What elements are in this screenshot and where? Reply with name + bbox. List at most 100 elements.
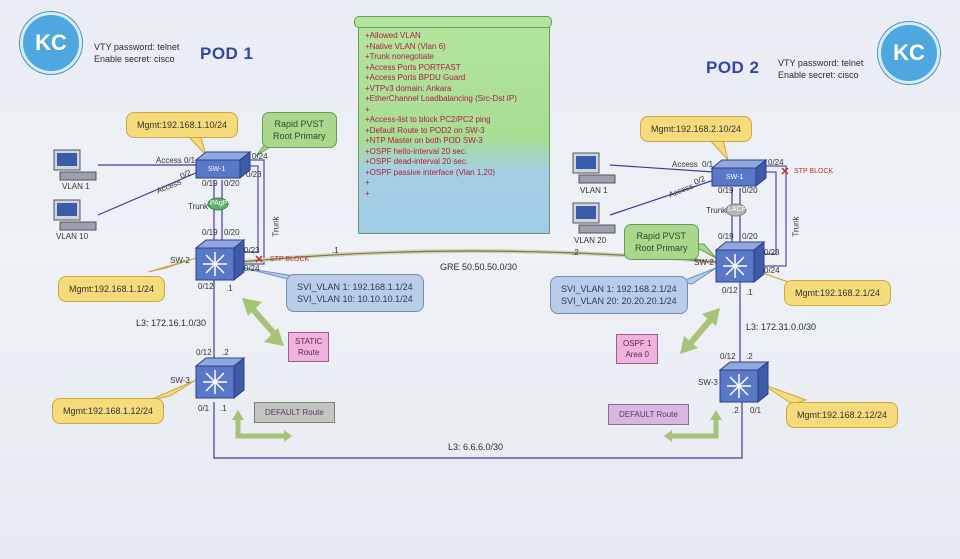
pod1-l3-link: L3: 172.16.1.0/30 — [136, 318, 207, 328]
gre-tunnel-label: GRE 50.50.50.0/30 — [440, 262, 518, 272]
pod1-sw2-port12: 0/12 — [198, 282, 214, 291]
pod1-trunk-right: Trunk — [271, 216, 281, 237]
l3-bottom-label: L3: 6.6.6.0/30 — [448, 442, 504, 452]
pod2-sw2-name: SW-2 — [694, 258, 714, 267]
pod2-access1-label: Access — [672, 160, 698, 169]
pod2-sw2-port12: 0/12 — [722, 286, 738, 295]
mgmt-sw3-pod2: Mgmt:192.168.2.12/24 — [786, 402, 899, 428]
pod1-sw3-ip12: .2 — [222, 348, 229, 357]
pc-vlan20-pod2[interactable] — [572, 202, 616, 234]
root-primary-label: Root Primary — [273, 131, 326, 141]
pod2-sw2-ip12: .1 — [746, 288, 753, 297]
callout-tail-pod2-sw3 — [761, 383, 808, 405]
task-item: +NTP Master on both POD SW-3 — [365, 136, 483, 145]
pod1-enable-secret: Enable secret: cisco — [94, 54, 175, 64]
pod1-sw3-ip01: .1 — [220, 404, 227, 413]
pod1-sw1-name: SW-1 — [208, 166, 226, 173]
pod1-sw2-port23: 0/23 — [244, 246, 260, 255]
area-label: Area 0 — [625, 350, 650, 359]
pod1-sw1-port20: 0/20 — [224, 179, 240, 188]
mgmt-sw1-pod1: Mgmt:192.168.1.10/24 — [126, 112, 239, 138]
switch-sw2-pod1[interactable] — [194, 238, 246, 282]
pod2-pc2-label: VLAN 20 — [574, 236, 607, 245]
pod2-trunk-right: Trunk — [791, 216, 801, 237]
stp-block-marker-pod2 — [781, 167, 789, 175]
task-item: +Default Route to POD2 on SW-3 — [365, 125, 485, 135]
mgmt-sw2-pod2: Mgmt:192.168.2.1/24 — [784, 280, 892, 306]
task-item: +Access Ports PORTFAST — [365, 62, 461, 72]
svi-vlan10-pod1: SVI_VLAN 10: 10.10.10.1/24 — [297, 294, 413, 304]
task-list-scroll: +Allowed VLAN+Native VLAN (Vlan 6)+Trunk… — [358, 22, 550, 234]
stp-block-marker-pod1 — [255, 255, 263, 263]
task-item: +OSPF dead-interval 20 sec. — [365, 157, 468, 166]
pod2-sw3-name: SW-3 — [698, 378, 718, 387]
callout-tail-sw2 — [147, 257, 197, 273]
link-pod2-pc2-sw1 — [609, 179, 715, 216]
default-route-pod1: DEFAULT Route — [254, 402, 335, 423]
pod1-pagp-label: PAgP — [210, 200, 228, 207]
task-item: +Access Ports BPDU Guard — [365, 73, 466, 82]
pod1-sw2-port20: 0/20 — [224, 228, 240, 237]
pod2-sw1-port19: 0/19 — [718, 186, 734, 195]
task-item: +OSPF passive interface (Vlan 1,20) — [365, 167, 496, 177]
static-route-badge: STATIC Route — [288, 332, 330, 362]
pod2-sw3-ip12: .2 — [746, 352, 753, 361]
pod1-sw2-name: SW-2 — [170, 256, 190, 265]
pod2-root-primary-label: Root Primary — [635, 243, 688, 253]
switch-sw2-pod2[interactable] — [714, 240, 766, 284]
task-item: +VTPv3 domain: Ankara — [365, 83, 452, 93]
pod2-sw2-port23: 0/23 — [764, 248, 780, 257]
default-route-pod2: DEFAULT Route — [608, 404, 689, 425]
switch-sw3-pod1[interactable] — [194, 356, 246, 400]
switch-sw3-pod2[interactable] — [718, 360, 770, 404]
pod2-lacp-label: LACP — [728, 206, 747, 213]
pod2-sw2-port24: 0/24 — [764, 266, 780, 275]
pod1-sw1-port24: 0/24 — [252, 152, 268, 161]
svi-box-pod1: SVI_VLAN 1: 192.168.1.1/24 SVI_VLAN 10: … — [286, 274, 424, 312]
pc-vlan1-pod2[interactable] — [572, 152, 616, 184]
task-item: +Native VLAN (Vlan 6) — [365, 41, 446, 51]
pod1-sw2-port19: 0/19 — [202, 228, 218, 237]
pod2-sw3-ip01: .2 — [732, 406, 739, 415]
ospf-badge: OSPF 1 Area 0 — [616, 334, 659, 364]
kc-logo-pod1: KC — [20, 12, 82, 74]
pod2-port-01: 0/1 — [702, 160, 714, 169]
rapid-pvst-pod1: Rapid PVST Root Primary — [262, 112, 337, 148]
task-item: +EtherChannel Loadbalancing (Src-Dst IP) — [365, 94, 517, 103]
task-item: +Allowed VLAN — [365, 31, 421, 40]
trunk-sw1-sw2-24 — [240, 159, 265, 265]
callout-tail-sw3 — [149, 379, 197, 401]
pod2-sw2-port20: 0/20 — [742, 232, 758, 241]
pod1-pc2-label: VLAN 10 — [56, 232, 89, 241]
pc-vlan1-pod1[interactable] — [53, 149, 97, 181]
switch-sw1-pod1[interactable] — [194, 150, 252, 180]
pod1-sw2-port24: 0/24 — [244, 264, 260, 273]
scroll-top-roll — [354, 16, 552, 28]
pod1-sw1-port19: 0/19 — [202, 179, 218, 188]
link-l3-bottom — [213, 402, 743, 459]
pod2-sw1-port20: 0/20 — [742, 186, 758, 195]
task-item: +OSPF hello-interval 20 sec. — [365, 146, 468, 156]
pod1-title: POD 1 — [200, 44, 254, 63]
link-pc2-sw1 — [97, 171, 199, 216]
switch-sw1-pod2[interactable] — [710, 158, 768, 188]
arrow-pod2-default-route — [664, 410, 722, 442]
mgmt-sw1-pod2: Mgmt:192.168.2.10/24 — [640, 116, 753, 142]
mgmt-sw3-pod1: Mgmt:192.168.1.12/24 — [52, 398, 165, 424]
pc-vlan10-pod1[interactable] — [53, 199, 97, 231]
arrow-static-route — [242, 298, 284, 346]
pod2-pc1-label: VLAN 1 — [580, 186, 608, 195]
mgmt-sw2-pod1: Mgmt:192.168.1.1/24 — [58, 276, 166, 302]
pod1-sw3-port01: 0/1 — [198, 404, 210, 413]
pod2-title: POD 2 — [706, 58, 760, 77]
pod2-l3-link: L3: 172.31.0.0/30 — [746, 322, 817, 332]
pod1-trunk-left: Trunk — [188, 202, 209, 211]
pod2-sw1-name: SW-1 — [726, 174, 744, 181]
pagp-bundle — [207, 197, 229, 211]
pod1-access1-label: Access — [156, 156, 182, 165]
task-item: + — [365, 104, 370, 114]
pod1-sw3-name: SW-3 — [170, 376, 190, 385]
arrow-default-route — [232, 410, 292, 442]
pod2-sw3-port12: 0/12 — [720, 352, 736, 361]
